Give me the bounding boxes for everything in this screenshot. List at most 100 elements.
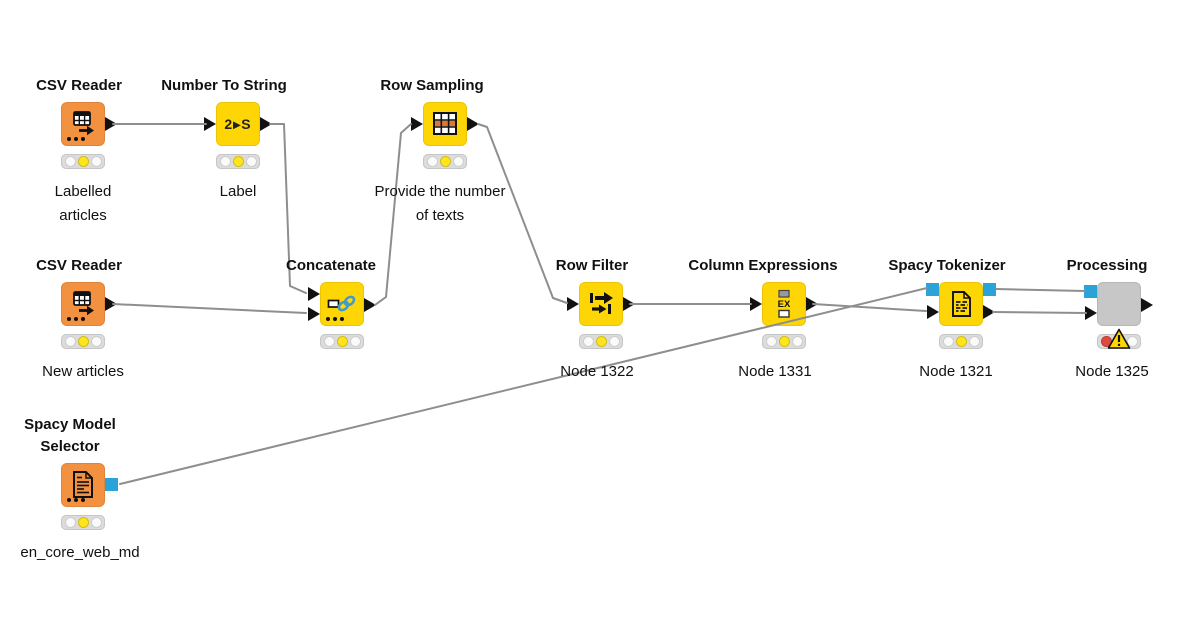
node-label-line: en_core_web_md bbox=[20, 544, 140, 561]
node-row-filter[interactable] bbox=[567, 282, 635, 326]
node-title-column-expressions: Column Expressions bbox=[633, 255, 893, 277]
node-processing-metanode[interactable] bbox=[1084, 282, 1153, 326]
node-title-line: Concatenate bbox=[285, 257, 377, 274]
status-light bbox=[90, 517, 102, 528]
row-filter-arrows-icon bbox=[579, 282, 623, 326]
status-light bbox=[426, 156, 438, 167]
status-light bbox=[245, 156, 257, 167]
status-light bbox=[90, 156, 102, 167]
model-output-port[interactable] bbox=[105, 477, 118, 491]
connection-spacy-tokenizer-to-processing-metanode-data[interactable] bbox=[992, 311, 1087, 314]
node-label-spacy-tokenizer: Node 1321 bbox=[826, 360, 1086, 384]
node-spacy-tokenizer[interactable] bbox=[926, 282, 996, 326]
data-input-port[interactable] bbox=[1085, 306, 1097, 320]
node-title-row-sampling: Row Sampling bbox=[302, 75, 562, 97]
data-input-port[interactable] bbox=[308, 307, 320, 321]
model-output-port[interactable] bbox=[983, 282, 996, 296]
data-input-port[interactable] bbox=[567, 297, 579, 311]
status-light bbox=[77, 156, 89, 167]
node-label-line: Provide the number bbox=[374, 183, 506, 200]
model-input-port[interactable] bbox=[1084, 284, 1097, 298]
data-input-port[interactable] bbox=[750, 297, 762, 311]
connection-number-to-string-to-concatenate[interactable] bbox=[269, 123, 307, 294]
dynamic-ports-dots-icon bbox=[67, 498, 85, 502]
status-light bbox=[90, 336, 102, 347]
data-output-port[interactable] bbox=[1141, 298, 1153, 312]
node-title-number-to-string: Number To String bbox=[94, 75, 354, 97]
svg-text:EX: EX bbox=[778, 299, 791, 310]
status-traffic-light bbox=[939, 334, 983, 349]
status-light bbox=[582, 336, 594, 347]
status-light bbox=[608, 336, 620, 347]
node-title-line: Row Sampling bbox=[380, 77, 484, 94]
node-label-line: Node 1331 bbox=[738, 363, 812, 380]
connection-row-sampling-to-row-filter[interactable] bbox=[477, 123, 568, 304]
node-title-row-filter: Row Filter bbox=[462, 255, 722, 277]
node-csv-reader-1[interactable] bbox=[61, 102, 117, 146]
node-number-to-string[interactable]: 2▸S bbox=[204, 102, 272, 146]
node-row-sampling[interactable] bbox=[411, 102, 479, 146]
status-light bbox=[64, 156, 76, 167]
data-output-port[interactable] bbox=[467, 117, 479, 131]
node-title-spacy-tokenizer: Spacy Tokenizer bbox=[817, 255, 1077, 277]
data-output-port[interactable] bbox=[983, 305, 995, 319]
connection-spacy-model-selector-to-spacy-tokenizer[interactable] bbox=[119, 287, 928, 485]
connection-spacy-tokenizer-to-processing-metanode[interactable] bbox=[995, 288, 1086, 292]
document-list-icon bbox=[61, 463, 105, 507]
number-to-string-icon-text: 2▸S bbox=[224, 115, 252, 132]
node-title-csv-reader-2: CSV Reader bbox=[0, 255, 209, 277]
node-label-line: articles bbox=[59, 207, 107, 224]
status-light bbox=[64, 336, 76, 347]
status-traffic-light bbox=[216, 154, 260, 169]
row-sampling-table-icon bbox=[423, 102, 467, 146]
node-label-column-expressions: Node 1331 bbox=[645, 360, 905, 384]
data-output-port[interactable] bbox=[105, 117, 117, 131]
tokenizer-document-icon bbox=[939, 282, 983, 326]
dynamic-ports-dots-icon bbox=[326, 317, 344, 321]
node-label-line: Node 1321 bbox=[919, 363, 993, 380]
model-input-port[interactable] bbox=[926, 282, 939, 296]
connection-column-expressions-to-spacy-tokenizer[interactable] bbox=[812, 303, 927, 312]
status-traffic-light bbox=[61, 334, 105, 349]
warning-icon bbox=[1107, 328, 1131, 355]
status-light bbox=[955, 336, 967, 347]
node-title-line: Row Filter bbox=[555, 257, 629, 274]
status-traffic-light bbox=[61, 515, 105, 530]
node-label-csv-reader-2: New articles bbox=[0, 360, 213, 384]
status-light bbox=[323, 336, 335, 347]
node-title-line: CSV Reader bbox=[36, 77, 122, 94]
data-input-port[interactable] bbox=[308, 287, 320, 301]
node-label-line: Node 1325 bbox=[1075, 363, 1149, 380]
data-input-port[interactable] bbox=[927, 305, 939, 319]
node-label-line: Label bbox=[219, 183, 257, 200]
node-title-line: Selector bbox=[40, 438, 100, 455]
status-light bbox=[452, 156, 464, 167]
connection-csv-reader-2-to-concatenate[interactable] bbox=[112, 303, 307, 314]
node-concatenate[interactable] bbox=[308, 282, 376, 326]
node-label-processing-metanode: Node 1325 bbox=[982, 360, 1200, 384]
status-light bbox=[349, 336, 361, 347]
status-light bbox=[77, 517, 89, 528]
status-light bbox=[968, 336, 980, 347]
status-light bbox=[439, 156, 451, 167]
node-spacy-model-selector[interactable] bbox=[61, 463, 118, 507]
node-title-processing-metanode: Processing bbox=[977, 255, 1200, 277]
data-output-port[interactable] bbox=[364, 298, 376, 312]
data-input-port[interactable] bbox=[411, 117, 423, 131]
dynamic-ports-dots-icon bbox=[67, 317, 85, 321]
status-light bbox=[336, 336, 348, 347]
number-to-string-icon: 2▸S bbox=[216, 102, 260, 146]
status-light bbox=[232, 156, 244, 167]
status-light bbox=[64, 517, 76, 528]
data-input-port[interactable] bbox=[204, 117, 216, 131]
status-traffic-light bbox=[423, 154, 467, 169]
status-traffic-light bbox=[61, 154, 105, 169]
node-csv-reader-2[interactable] bbox=[61, 282, 117, 326]
status-light bbox=[778, 336, 790, 347]
data-output-port[interactable] bbox=[260, 117, 272, 131]
connection-concatenate-to-row-sampling[interactable] bbox=[374, 123, 412, 306]
status-traffic-light bbox=[579, 334, 623, 349]
data-output-port[interactable] bbox=[105, 297, 117, 311]
